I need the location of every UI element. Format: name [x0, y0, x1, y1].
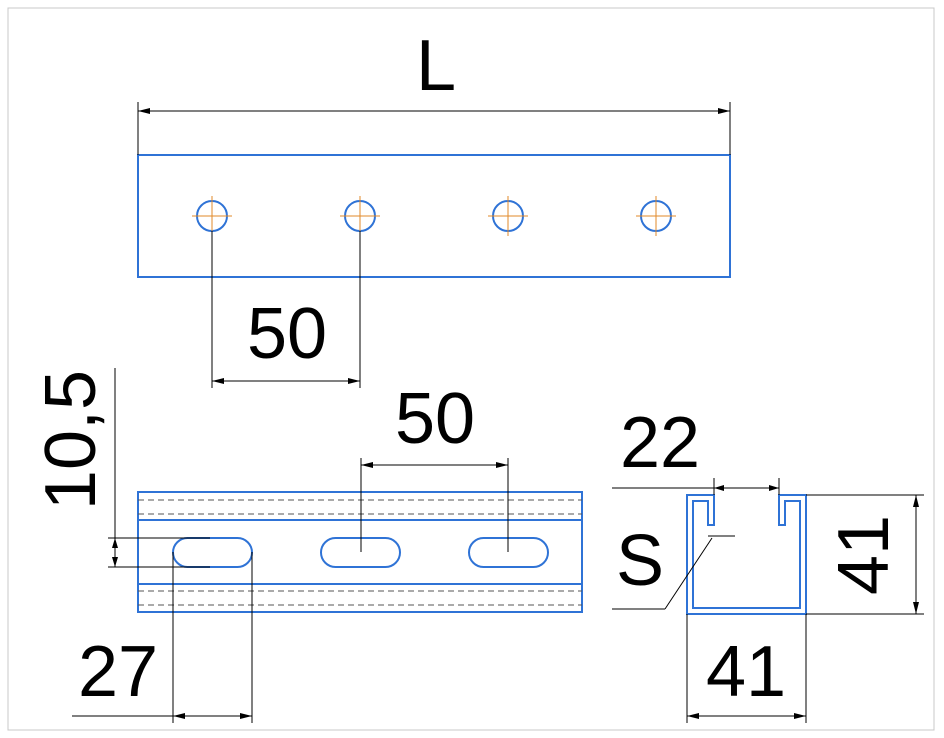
dimension-slot-spacing: 50 — [360, 379, 509, 552]
dimension-thickness: S — [612, 521, 735, 610]
dimension-slot-spacing-label: 50 — [395, 379, 475, 459]
dimension-profile-width: 41 — [686, 614, 807, 723]
dimension-profile-height: 41 — [806, 494, 924, 615]
dimension-thickness-label: S — [616, 521, 664, 601]
dimension-lip-gap: 22 — [612, 403, 780, 495]
top-view-outline — [137, 154, 731, 278]
dimension-slot-width-label: 10,5 — [31, 370, 111, 510]
channel-profile-outer — [686, 494, 807, 615]
hole-4 — [636, 196, 676, 236]
cross-section: 22 S 41 41 — [612, 403, 924, 723]
dimension-profile-width-label: 41 — [706, 632, 786, 712]
dimension-hole-spacing: 50 — [211, 231, 361, 388]
drawing-frame — [7, 7, 935, 731]
top-view: L 50 — [137, 26, 731, 388]
hole-3 — [488, 196, 528, 236]
dimension-lip-gap-label: 22 — [620, 403, 700, 483]
dimension-length-label: L — [416, 26, 456, 106]
dimension-length: L — [137, 26, 731, 155]
dimension-slot-length-label: 27 — [78, 632, 158, 712]
dimension-slot-width: 10,5 — [31, 368, 210, 568]
side-view-outline — [137, 491, 583, 613]
dimension-profile-height-label: 41 — [824, 515, 904, 595]
dimension-hole-spacing-label: 50 — [247, 294, 327, 374]
side-view: 50 10,5 27 — [31, 368, 583, 723]
dimension-slot-length: 27 — [72, 552, 253, 723]
